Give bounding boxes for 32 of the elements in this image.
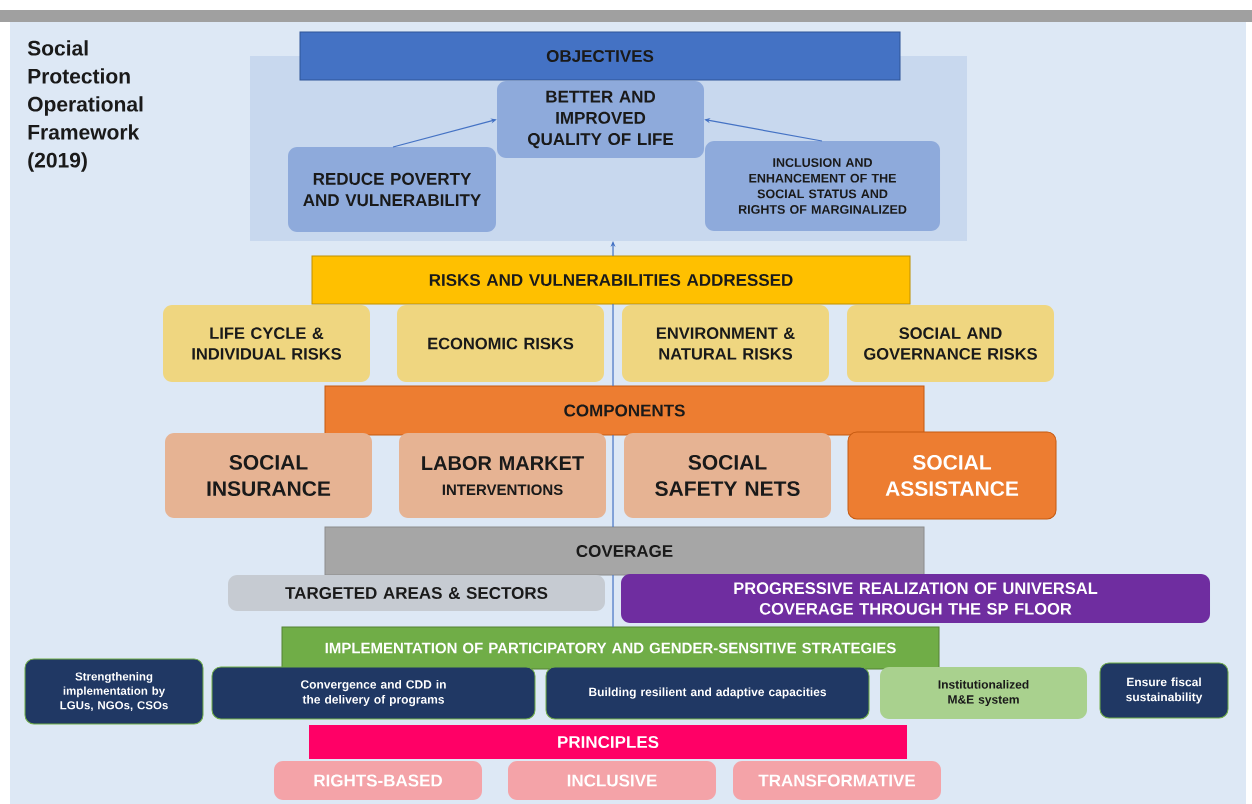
header-band: IMPLEMENTATION OF PARTICIPATORY AND GENDER-SENSITIVE STRATEGIES <box>281 626 940 670</box>
component-box: SOCIAL INSURANCE <box>165 433 372 518</box>
risk-box: SOCIAL AND GOVERNANCE RISKS <box>847 305 1054 382</box>
coverage-box: TARGETED AREAS & SECTORS <box>228 575 605 611</box>
strategy-box: Convergence and CDD in the delivery of programs <box>211 666 536 720</box>
goal-box: BETTER AND IMPROVED QUALITY OF LIFE <box>497 81 704 158</box>
component-box: SOCIAL SAFETY NETS <box>624 433 831 518</box>
strategy-box: Institutionalized M&E system <box>880 667 1087 719</box>
arrow <box>392 118 497 148</box>
risk-box: ENVIRONMENT & NATURAL RISKS <box>622 305 829 382</box>
principle-box: TRANSFORMATIVE <box>733 761 941 800</box>
goal-box: REDUCE POVERTY AND VULNERABILITY <box>288 147 496 232</box>
risk-box: ECONOMIC RISKS <box>397 305 604 382</box>
component-box: SOCIAL ASSISTANCE <box>847 431 1057 520</box>
strategy-box: Strengthening implementation by LGUs, NGOs, CSOs <box>24 658 204 725</box>
goal-box: INCLUSION AND ENHANCEMENT OF THE SOCIAL STATUS AND RIGHTS OF MARGINALIZED <box>705 141 940 231</box>
connector-line <box>612 303 614 387</box>
principle-box: INCLUSIVE <box>508 761 716 800</box>
coverage-box: PROGRESSIVE REALIZATION OF UNIVERSAL COVERAGE THROUGH THE SP FLOOR <box>621 574 1210 623</box>
principle-box: RIGHTS-BASED <box>274 761 482 800</box>
title: Social Protection Operational Framework (2019) <box>27 40 143 172</box>
header-band: COMPONENTS <box>324 385 925 436</box>
risk-box: LIFE CYCLE & INDIVIDUAL RISKS <box>163 305 370 382</box>
header-band: COVERAGE <box>324 526 925 576</box>
header-band: OBJECTIVES <box>299 31 901 81</box>
strategy-box: Building resilient and adaptive capacities <box>545 666 870 720</box>
connector-line <box>612 434 614 528</box>
component-box: LABOR MARKET INTERVENTIONS <box>399 433 606 518</box>
header-band: PRINCIPLES <box>309 725 907 759</box>
connector-line <box>612 574 614 628</box>
header-band: RISKS AND VULNERABILITIES ADDRESSED <box>311 255 911 305</box>
strategy-box: Ensure fiscal sustainability <box>1099 662 1229 719</box>
